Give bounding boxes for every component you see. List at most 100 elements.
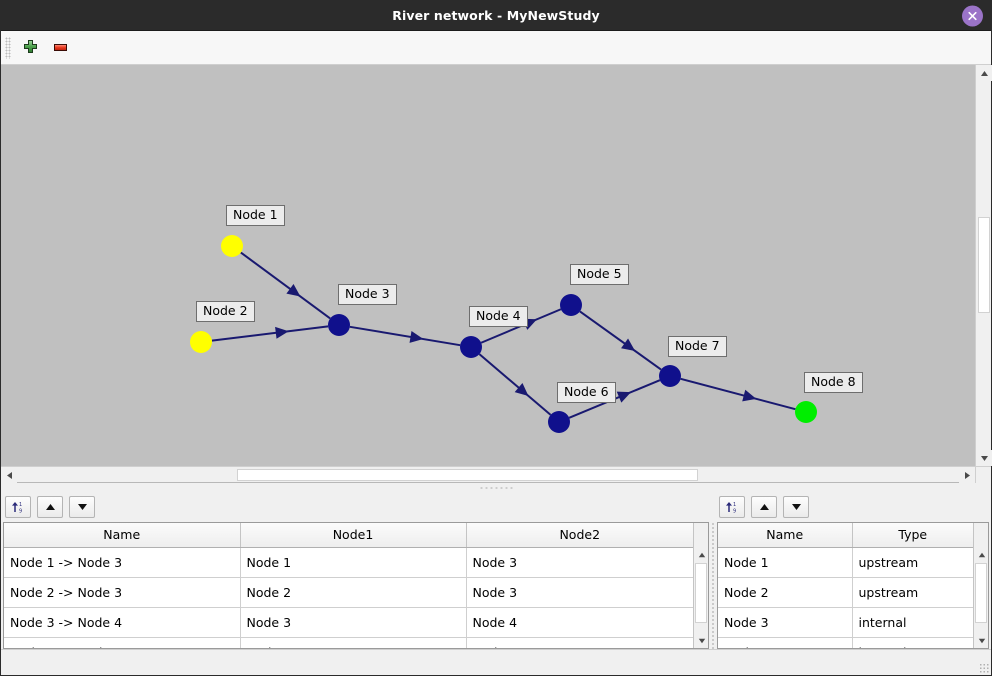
delete-node-button[interactable] (47, 35, 73, 61)
branch-table-scrollbar[interactable] (693, 523, 708, 648)
vertical-splitter[interactable] (1, 482, 991, 492)
table-cell[interactable]: Node 3 (466, 547, 693, 578)
window-resize-grip[interactable] (979, 663, 989, 673)
scrollbar-corner (975, 467, 991, 483)
scroll-down-button[interactable] (976, 450, 992, 466)
graph-node[interactable] (328, 314, 350, 336)
graph-node-label[interactable]: Node 4 (469, 306, 528, 327)
branch-scroll-up-button[interactable] (694, 547, 708, 562)
triangle-left-icon (6, 471, 12, 479)
node-move-up-button[interactable] (751, 496, 777, 518)
toolbar-drag-handle[interactable] (5, 36, 11, 59)
table-cell[interactable]: Node 4 (718, 637, 853, 648)
column-header[interactable]: Type (852, 523, 973, 548)
graph-node[interactable] (460, 336, 482, 358)
canvas-vertical-scrollbar[interactable] (975, 65, 992, 466)
canvas-horizontal-scroll-thumb[interactable] (237, 469, 698, 481)
canvas-vertical-scroll-thumb[interactable] (978, 217, 990, 313)
table-cell[interactable]: Node 4 (240, 637, 467, 648)
graph-node-label[interactable]: Node 3 (338, 284, 397, 305)
panel-splitter-grip[interactable] (711, 522, 715, 649)
branch-move-up-button[interactable] (37, 496, 63, 518)
node-table-scrollbar[interactable] (973, 523, 988, 648)
close-window-button[interactable] (962, 5, 983, 26)
close-icon (968, 11, 977, 20)
scroll-left-button[interactable] (1, 467, 17, 483)
graph-node-label[interactable]: Node 1 (226, 205, 285, 226)
table-cell[interactable]: Node 1 -> Node 3 (4, 547, 241, 578)
scroll-up-button[interactable] (976, 65, 992, 81)
graph-node-label[interactable]: Node 5 (570, 264, 629, 285)
bottom-panels: 1 9 (1, 492, 991, 649)
canvas-horizontal-scrollbar[interactable] (1, 466, 991, 483)
table-cell[interactable]: Node 4 (466, 607, 693, 638)
table-cell[interactable]: Node 3 -> Node 4 (4, 607, 241, 638)
node-sort-button[interactable]: 1 9 (719, 496, 745, 518)
graph-node[interactable] (560, 294, 582, 316)
table-cell[interactable]: Node 2 -> Node 3 (4, 577, 241, 608)
table-cell[interactable]: Node 2 (718, 577, 853, 608)
graph-edge[interactable] (349, 325, 461, 347)
graph-edge[interactable] (240, 251, 331, 320)
edge-arrowhead (514, 382, 529, 396)
node-move-down-button[interactable] (783, 496, 809, 518)
node-table-scroll-thumb[interactable] (975, 563, 987, 623)
column-header[interactable]: Name (718, 523, 853, 548)
graph-node[interactable] (548, 411, 570, 433)
branch-scroll-down-button[interactable] (694, 633, 708, 648)
river-network-graph[interactable] (1, 65, 975, 466)
table-cell[interactable]: Node 5 (466, 637, 693, 648)
graph-node-label[interactable]: Node 8 (804, 372, 863, 393)
graph-node-label[interactable]: Node 6 (557, 382, 616, 403)
triangle-down-icon (791, 504, 801, 510)
graph-node[interactable] (190, 331, 212, 353)
table-cell[interactable]: Node 1 (240, 547, 467, 578)
table-cell[interactable]: Node 3 (718, 607, 853, 638)
table-cell[interactable]: upstream (852, 547, 973, 578)
graph-node[interactable] (795, 401, 817, 423)
column-header[interactable]: Node1 (240, 523, 467, 548)
table-cell[interactable]: Node 4 -> Node 5 (4, 637, 241, 648)
graph-edge[interactable] (579, 310, 662, 371)
edge-arrowhead (616, 391, 632, 403)
table-cell[interactable]: Node 1 (718, 547, 853, 578)
branch-sort-button[interactable]: 1 9 (5, 496, 31, 518)
table-cell[interactable]: internal (852, 637, 973, 648)
column-header[interactable]: Node2 (466, 523, 693, 548)
graph-node-label[interactable]: Node 2 (196, 301, 255, 322)
scroll-right-button[interactable] (959, 467, 975, 483)
branch-table-scroll-thumb[interactable] (695, 563, 707, 623)
column-header[interactable]: Name (4, 523, 241, 548)
table-cell[interactable]: upstream (852, 577, 973, 608)
graph-edge[interactable] (680, 377, 796, 411)
graph-node[interactable] (221, 235, 243, 257)
table-cell[interactable]: Node 2 (240, 577, 467, 608)
table-row[interactable]: Node 4internal (718, 637, 973, 648)
graph-edge[interactable] (478, 353, 552, 416)
table-cell[interactable]: Node 3 (466, 577, 693, 608)
graph-edge[interactable] (211, 325, 329, 342)
table-cell[interactable]: Node 3 (240, 607, 467, 638)
edge-arrowhead (409, 331, 424, 343)
graph-node[interactable] (659, 365, 681, 387)
graph-node-label[interactable]: Node 7 (668, 336, 727, 357)
graph-viewport[interactable]: Node 1 Node 2 Node 3 Node 4 Node 5 Node 6 Node… (1, 65, 975, 466)
add-node-button[interactable] (17, 35, 43, 61)
branch-move-down-button[interactable] (69, 496, 95, 518)
node-scroll-up-button[interactable] (974, 547, 988, 562)
table-cell[interactable]: internal (852, 607, 973, 638)
node-scroll-down-button[interactable] (974, 633, 988, 648)
canvas-horizontal-scroll-track[interactable] (17, 467, 959, 483)
